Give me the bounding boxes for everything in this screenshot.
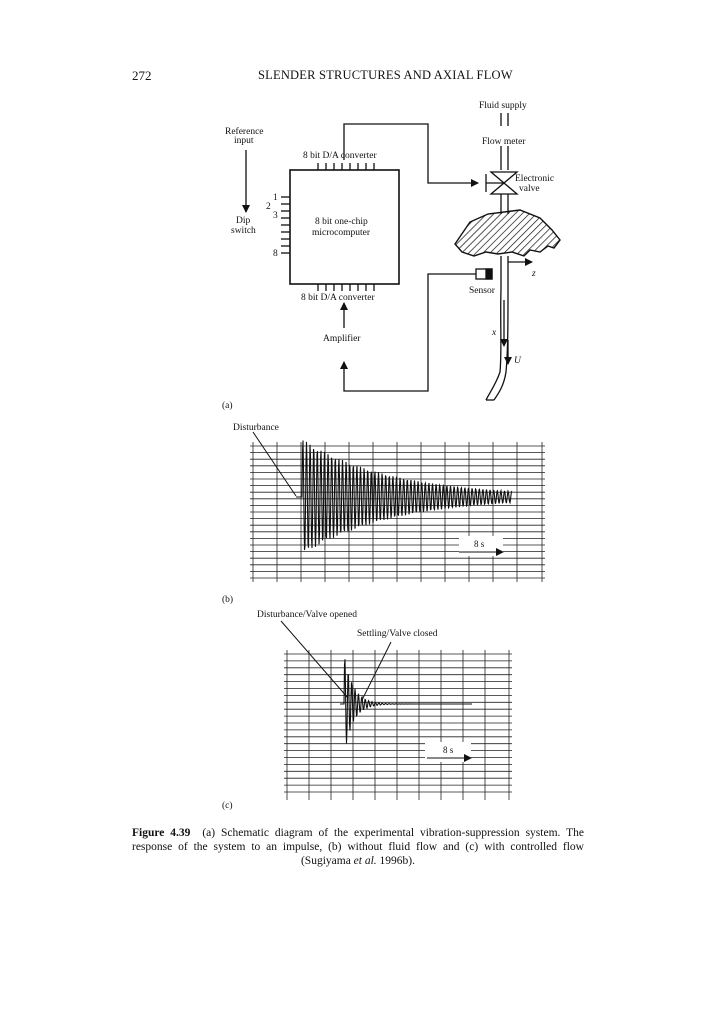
sensor-label: Sensor	[469, 286, 496, 296]
dip-3-label: 3	[273, 211, 278, 221]
clamp-block	[454, 209, 561, 257]
disturbance-pointer-b	[252, 431, 297, 497]
axis-z-label: z	[531, 269, 536, 279]
axis-u-label: U	[514, 356, 522, 366]
page-number: 272	[132, 68, 152, 83]
da-bottom-label: 8 bit D/A converter	[301, 293, 375, 303]
caption-tail: 1996b).	[379, 855, 416, 867]
switch-label: switch	[231, 226, 256, 236]
disturbance-label-c: Disturbance/Valve opened	[257, 610, 357, 620]
chart-c-grid	[284, 650, 512, 800]
bottom-pins	[317, 284, 375, 291]
chart-b-trace	[296, 440, 513, 551]
panel-a-label: (a)	[222, 400, 233, 411]
response-chart-controlled-flow: 8 s Disturbance/Valve opened Settling/Va…	[222, 610, 512, 811]
sensor-signal-line	[340, 273, 476, 392]
panel-b-label: (b)	[222, 594, 233, 605]
valve-label: valve	[519, 184, 540, 194]
scale-label-b: 8 s	[474, 539, 485, 549]
disturbance-label-b: Disturbance	[233, 423, 279, 433]
panel-c-label: (c)	[222, 800, 233, 811]
flexible-pipe	[485, 256, 502, 401]
caption-label: Figure 4.39	[132, 827, 191, 839]
electronic-valve-icon	[485, 171, 519, 195]
response-chart-no-flow: 8 s Disturbance (b)	[222, 423, 545, 605]
chart-c-trace	[340, 659, 472, 744]
micro-label-2: microcomputer	[312, 228, 371, 238]
dip-2-label: 2	[266, 202, 271, 212]
reference-label: Reference	[225, 126, 264, 137]
micro-label-1: 8 bit one-chip	[315, 217, 368, 227]
fluid-supply-label: Fluid supply	[479, 101, 527, 111]
dip-1-label: 1	[273, 193, 278, 203]
top-pins	[317, 163, 375, 170]
electronic-label: Electronic	[515, 174, 554, 184]
schematic-diagram	[242, 113, 561, 401]
control-signal-line	[343, 123, 479, 187]
settling-label-c: Settling/Valve closed	[357, 629, 438, 639]
scale-label-c: 8 s	[443, 745, 454, 755]
settling-pointer-c	[361, 641, 392, 701]
axis-x-label: x	[491, 328, 497, 338]
dip-label: Dip	[236, 216, 251, 226]
dip-switch-pins	[281, 196, 290, 254]
da-top-label: 8 bit D/A converter	[303, 151, 377, 161]
input-label: input	[234, 136, 254, 146]
microcomputer-box	[289, 169, 400, 285]
amplifier-label: Amplifier	[323, 333, 361, 344]
flow-meter-label: Flow meter	[482, 137, 526, 147]
figure-caption: Figure 4.39 (a) Schematic diagram of the…	[132, 826, 584, 868]
caption-etal: et al.	[353, 855, 377, 867]
dip-8-label: 8	[273, 249, 278, 259]
caption-text: (a) Schematic diagram of the experimenta…	[132, 827, 585, 867]
running-title: SLENDER STRUCTURES AND AXIAL FLOW	[258, 68, 513, 82]
disturbance-pointer-c	[280, 620, 349, 699]
schematic-labels: Fluid supply Flow meter Electronic valve…	[222, 101, 554, 411]
